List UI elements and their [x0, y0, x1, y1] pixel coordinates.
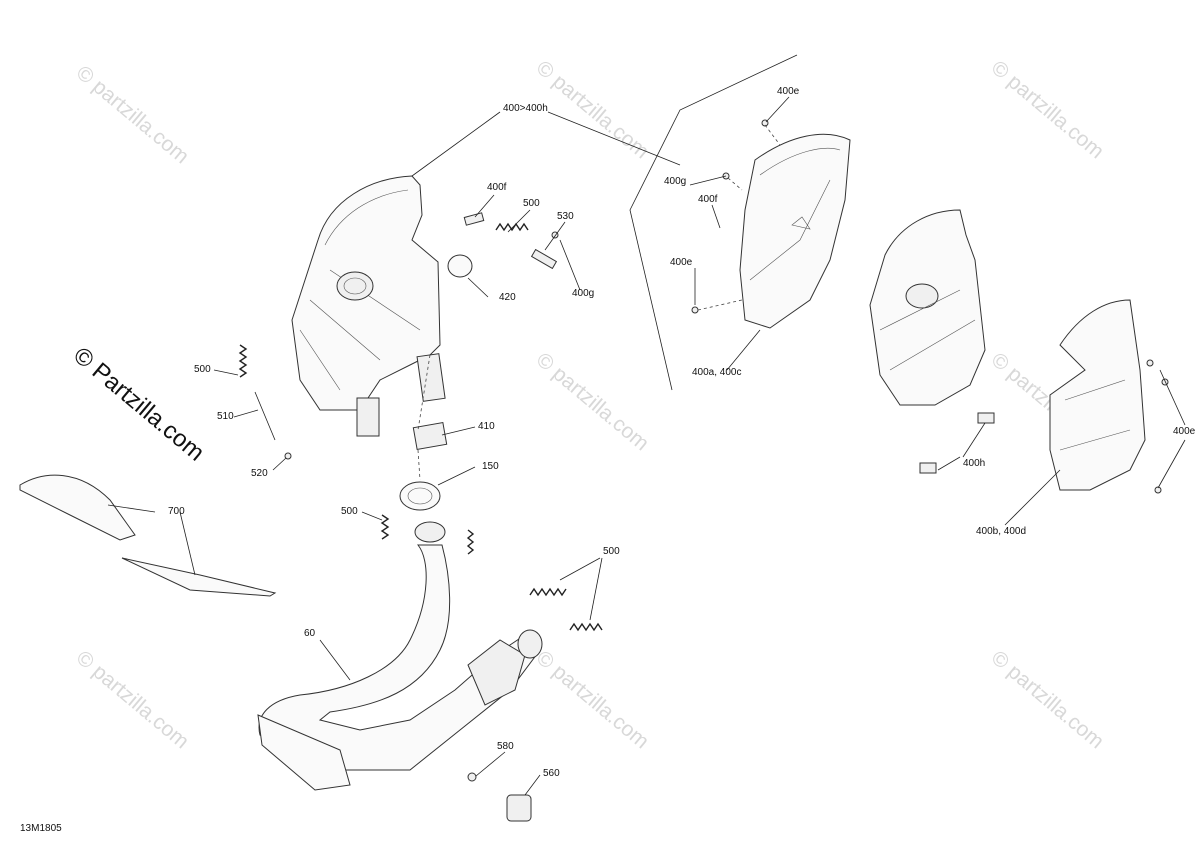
callout-500: 500	[341, 506, 358, 517]
watermark: © partzilla.com	[532, 646, 653, 753]
cap	[506, 794, 532, 822]
watermark: © partzilla.com	[987, 646, 1108, 753]
plug	[447, 254, 473, 278]
exhaust-pipe	[257, 521, 543, 791]
springs	[238, 222, 603, 632]
partzilla-watermark: © Partzilla.com	[68, 342, 209, 467]
callout-500: 500	[194, 364, 211, 375]
hardware	[284, 119, 1169, 494]
guard-panel	[19, 474, 277, 597]
heat-shield-inner	[739, 133, 851, 329]
pad	[412, 421, 448, 451]
callout-400b-400d: 400b, 400d	[976, 526, 1026, 537]
muffler-assembly-alt	[869, 209, 986, 406]
diagram-code: 13M1805	[20, 823, 62, 834]
watermark: © partzilla.com	[72, 61, 193, 168]
callout-400a-400c: 400a, 400c	[692, 367, 742, 378]
watermark: © partzilla.com	[532, 348, 653, 455]
muffler-assembly	[291, 175, 446, 437]
callout-420: 420	[499, 292, 516, 303]
watermark: © partzilla.com	[987, 56, 1108, 163]
callout-400f: 400f	[487, 182, 507, 193]
screw	[467, 772, 477, 782]
callout-500: 500	[603, 546, 620, 557]
callout-700: 700	[168, 506, 185, 517]
callout-400e: 400e	[670, 257, 693, 268]
heat-shield-outer	[1049, 299, 1146, 491]
callout-410: 410	[478, 421, 495, 432]
callout-500: 500	[523, 198, 540, 209]
callout-510: 510	[217, 411, 234, 422]
callout-580: 580	[497, 741, 514, 752]
callout-530: 530	[557, 211, 574, 222]
callout-560: 560	[543, 768, 560, 779]
callout-labels: 400>400h 400e 400g 400f 400e 400a, 400c …	[168, 86, 1196, 779]
callout-520: 520	[251, 468, 268, 479]
leader-lines	[107, 96, 1186, 796]
callout-400g: 400g	[572, 288, 594, 299]
callout-150: 150	[482, 461, 499, 472]
callout-400h: 400h	[963, 458, 985, 469]
callout-400g: 400g	[664, 176, 686, 187]
watermark: © partzilla.com	[72, 646, 193, 753]
callout-400-400h: 400>400h	[503, 103, 548, 114]
watermark-grid: © partzilla.com © partzilla.com © partzi…	[72, 56, 1108, 753]
callout-400f: 400f	[698, 194, 718, 205]
callout-400e: 400e	[1173, 426, 1196, 437]
group-divider-line	[629, 54, 798, 391]
callout-60: 60	[304, 628, 316, 639]
gasket	[399, 481, 441, 511]
callout-400e: 400e	[777, 86, 800, 97]
